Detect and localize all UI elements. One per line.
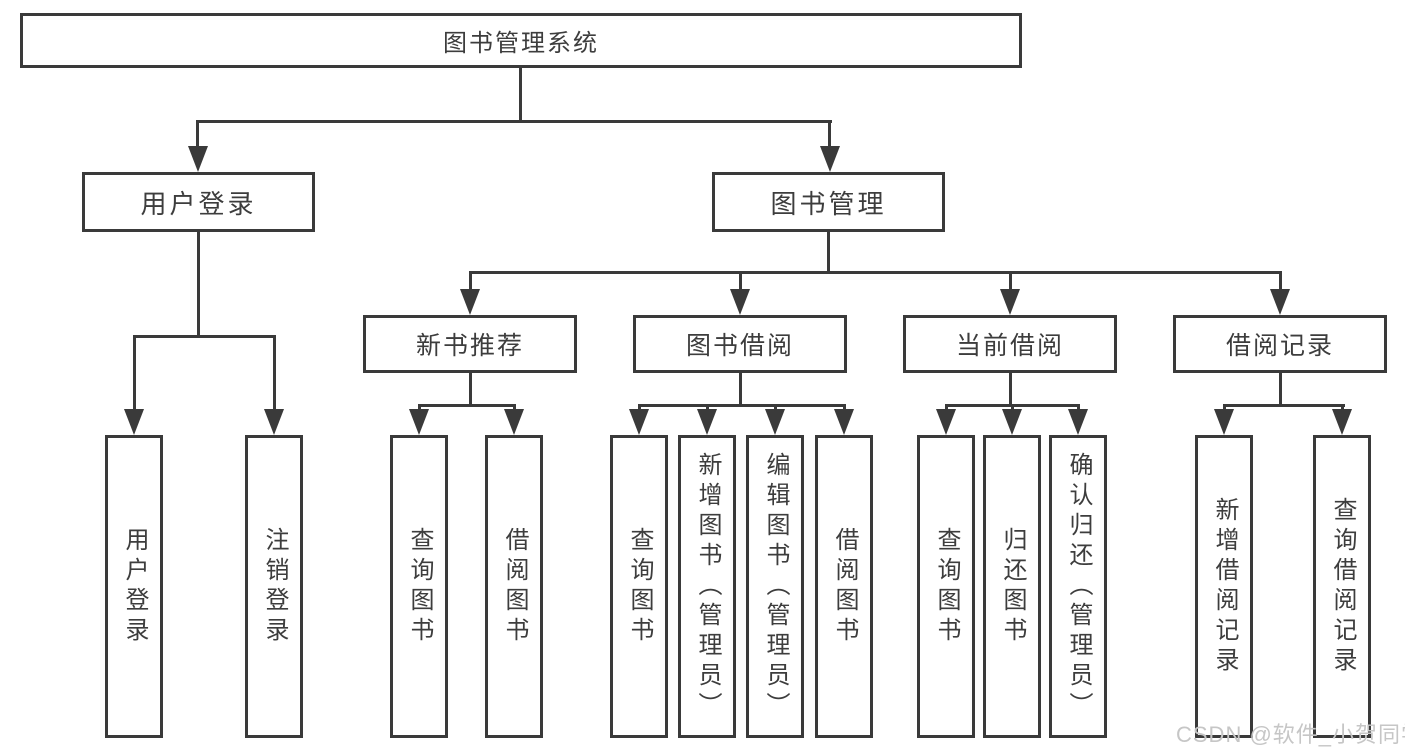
connector-line xyxy=(739,373,742,404)
connector-line xyxy=(1279,271,1282,293)
node-user-login-group: 用户登录 xyxy=(82,172,315,232)
leaf-records-query-record: 查询借阅记录 xyxy=(1313,435,1371,738)
arrow-down-icon xyxy=(730,289,750,315)
connector-line xyxy=(519,68,522,120)
arrow-down-icon xyxy=(409,409,429,435)
node-new-book-recommend: 新书推荐 xyxy=(363,315,577,373)
connector-line xyxy=(739,271,742,293)
arrow-down-icon xyxy=(1000,289,1020,315)
arrow-down-icon xyxy=(124,409,144,435)
node-current-borrow: 当前借阅 xyxy=(903,315,1117,373)
connector-line xyxy=(827,232,830,271)
connector-line xyxy=(469,373,472,404)
arrow-down-icon xyxy=(1332,409,1352,435)
connector-line xyxy=(469,271,472,293)
arrow-down-icon xyxy=(1002,409,1022,435)
arrow-down-icon xyxy=(504,409,524,435)
arrow-down-icon xyxy=(629,409,649,435)
connector-line xyxy=(196,120,199,152)
arrow-down-icon xyxy=(460,289,480,315)
connector-line xyxy=(1009,271,1012,293)
leaf-user-login: 用户登录 xyxy=(105,435,163,738)
leaf-current-query-books: 查询图书 xyxy=(917,435,975,738)
leaf-borrow-add-books-admin: 新增图书（管理员） xyxy=(678,435,736,738)
connector-line xyxy=(638,404,846,407)
arrow-down-icon xyxy=(834,409,854,435)
arrow-down-icon xyxy=(820,146,840,172)
arrow-down-icon xyxy=(1270,289,1290,315)
leaf-borrow-edit-books-admin: 编辑图书（管理员） xyxy=(746,435,804,738)
arrow-down-icon xyxy=(936,409,956,435)
leaf-current-return-books: 归还图书 xyxy=(983,435,1041,738)
connector-line xyxy=(418,404,516,407)
arrow-down-icon xyxy=(697,409,717,435)
node-book-borrow: 图书借阅 xyxy=(633,315,847,373)
leaf-recommend-query-books: 查询图书 xyxy=(390,435,448,738)
connector-line xyxy=(1009,373,1012,404)
leaf-records-add-record: 新增借阅记录 xyxy=(1195,435,1253,738)
leaf-borrow-query-books: 查询图书 xyxy=(610,435,668,738)
arrow-down-icon xyxy=(765,409,785,435)
leaf-logout: 注销登录 xyxy=(245,435,303,738)
connector-line xyxy=(1223,404,1345,407)
connector-line xyxy=(828,120,831,152)
leaf-borrow-borrow-books: 借阅图书 xyxy=(815,435,873,738)
connector-line xyxy=(1279,373,1282,404)
connector-line xyxy=(197,232,200,335)
arrow-down-icon xyxy=(1214,409,1234,435)
node-borrow-records: 借阅记录 xyxy=(1173,315,1387,373)
leaf-recommend-borrow-books: 借阅图书 xyxy=(485,435,543,738)
connector-line xyxy=(196,120,832,123)
connector-line xyxy=(133,335,276,338)
connector-line xyxy=(273,335,276,413)
arrow-down-icon xyxy=(188,146,208,172)
arrow-down-icon xyxy=(1068,409,1088,435)
arrow-down-icon xyxy=(264,409,284,435)
connector-line xyxy=(469,271,1282,274)
connector-line xyxy=(133,335,136,413)
node-library-system: 图书管理系统 xyxy=(20,13,1022,68)
leaf-current-confirm-return-admin: 确认归还（管理员） xyxy=(1049,435,1107,738)
node-book-management: 图书管理 xyxy=(712,172,945,232)
csdn-watermark: CSDN @软件_小贺同学 xyxy=(1176,722,1405,747)
